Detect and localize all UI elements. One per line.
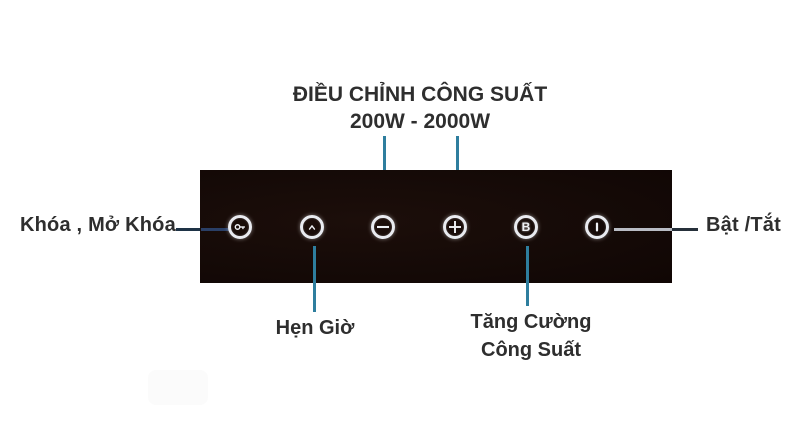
power-decrease-button[interactable]	[371, 215, 395, 239]
power-adjust-title-line1: ĐIỀU CHỈNH CÔNG SUẤT	[292, 83, 548, 106]
power-toggle-button[interactable]	[585, 215, 609, 239]
connector-line-timer	[313, 246, 316, 312]
boost-button[interactable]: B	[514, 215, 538, 239]
connector-line-lock-inner	[201, 228, 230, 231]
power-toggle-label: Bật /Tắt	[706, 214, 781, 236]
connector-line-boost	[526, 246, 529, 306]
power-adjust-title: ĐIỀU CHỈNH CÔNG SUẤT 200W - 2000W	[250, 82, 590, 135]
minus-circle-icon	[375, 219, 391, 235]
connector-line-power-inner	[614, 228, 672, 231]
plus-circle-icon	[447, 219, 463, 235]
power-icon	[590, 220, 604, 234]
lock-label: Khóa , Mở Khóa	[20, 214, 176, 236]
lock-button[interactable]	[228, 215, 252, 239]
boost-label-line1: Tăng Cường	[470, 311, 592, 333]
boost-label-line2: Công Suất	[481, 339, 581, 361]
timer-button[interactable]	[300, 215, 324, 239]
watermark-smudge	[148, 370, 208, 405]
power-adjust-title-line2: 200W - 2000W	[349, 110, 491, 133]
key-icon	[233, 220, 247, 234]
boost-label: Tăng Cường Công Suất	[458, 308, 604, 364]
connector-line-power-outer	[672, 228, 698, 231]
timer-label: Hẹn Giờ	[275, 317, 355, 339]
connector-line-lock-outer	[176, 228, 201, 231]
clock-icon	[305, 220, 319, 234]
boost-icon: B	[521, 220, 531, 234]
power-increase-button[interactable]	[443, 215, 467, 239]
